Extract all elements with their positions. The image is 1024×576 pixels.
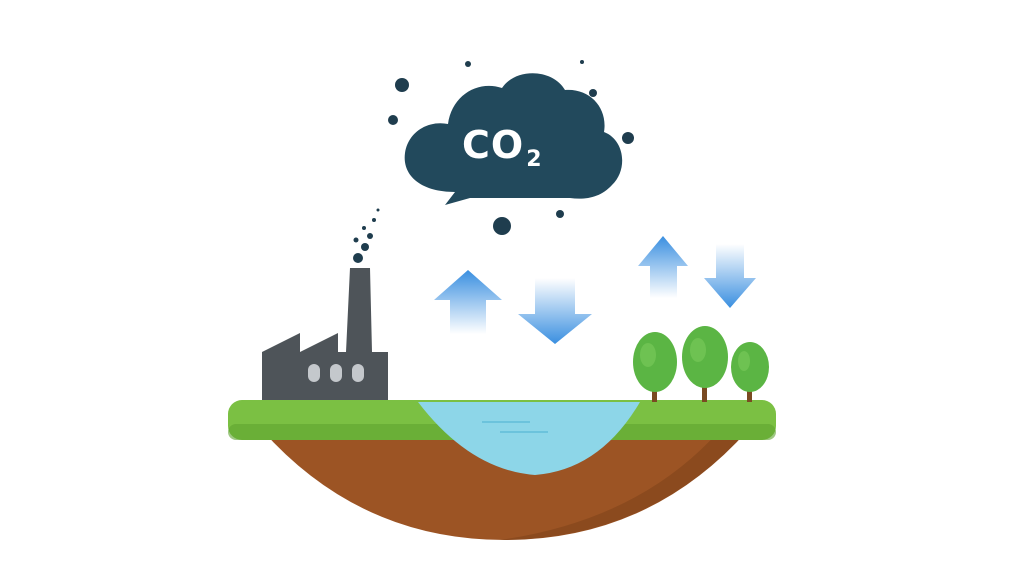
co2-label-main: CO bbox=[462, 123, 525, 167]
soil-shadow bbox=[500, 430, 748, 540]
water-basin bbox=[418, 402, 640, 475]
arrow-up-icon bbox=[434, 270, 502, 334]
arrow-down-icon bbox=[518, 278, 592, 344]
smoke-puffs bbox=[353, 208, 380, 263]
arrow-up-icon bbox=[638, 236, 688, 298]
co2-label: CO2 bbox=[462, 123, 543, 171]
co2-label-subscript: 2 bbox=[526, 147, 543, 172]
tree-icon bbox=[731, 342, 769, 402]
cloud-icon bbox=[404, 73, 623, 206]
factory-icon bbox=[262, 268, 388, 400]
factory-window bbox=[330, 364, 342, 382]
tree-icon bbox=[633, 332, 677, 402]
factory-window bbox=[308, 364, 320, 382]
factory-window bbox=[352, 364, 364, 382]
tree-icon bbox=[682, 326, 728, 402]
cloud-dots bbox=[388, 60, 634, 235]
arrow-down-icon bbox=[704, 244, 756, 308]
